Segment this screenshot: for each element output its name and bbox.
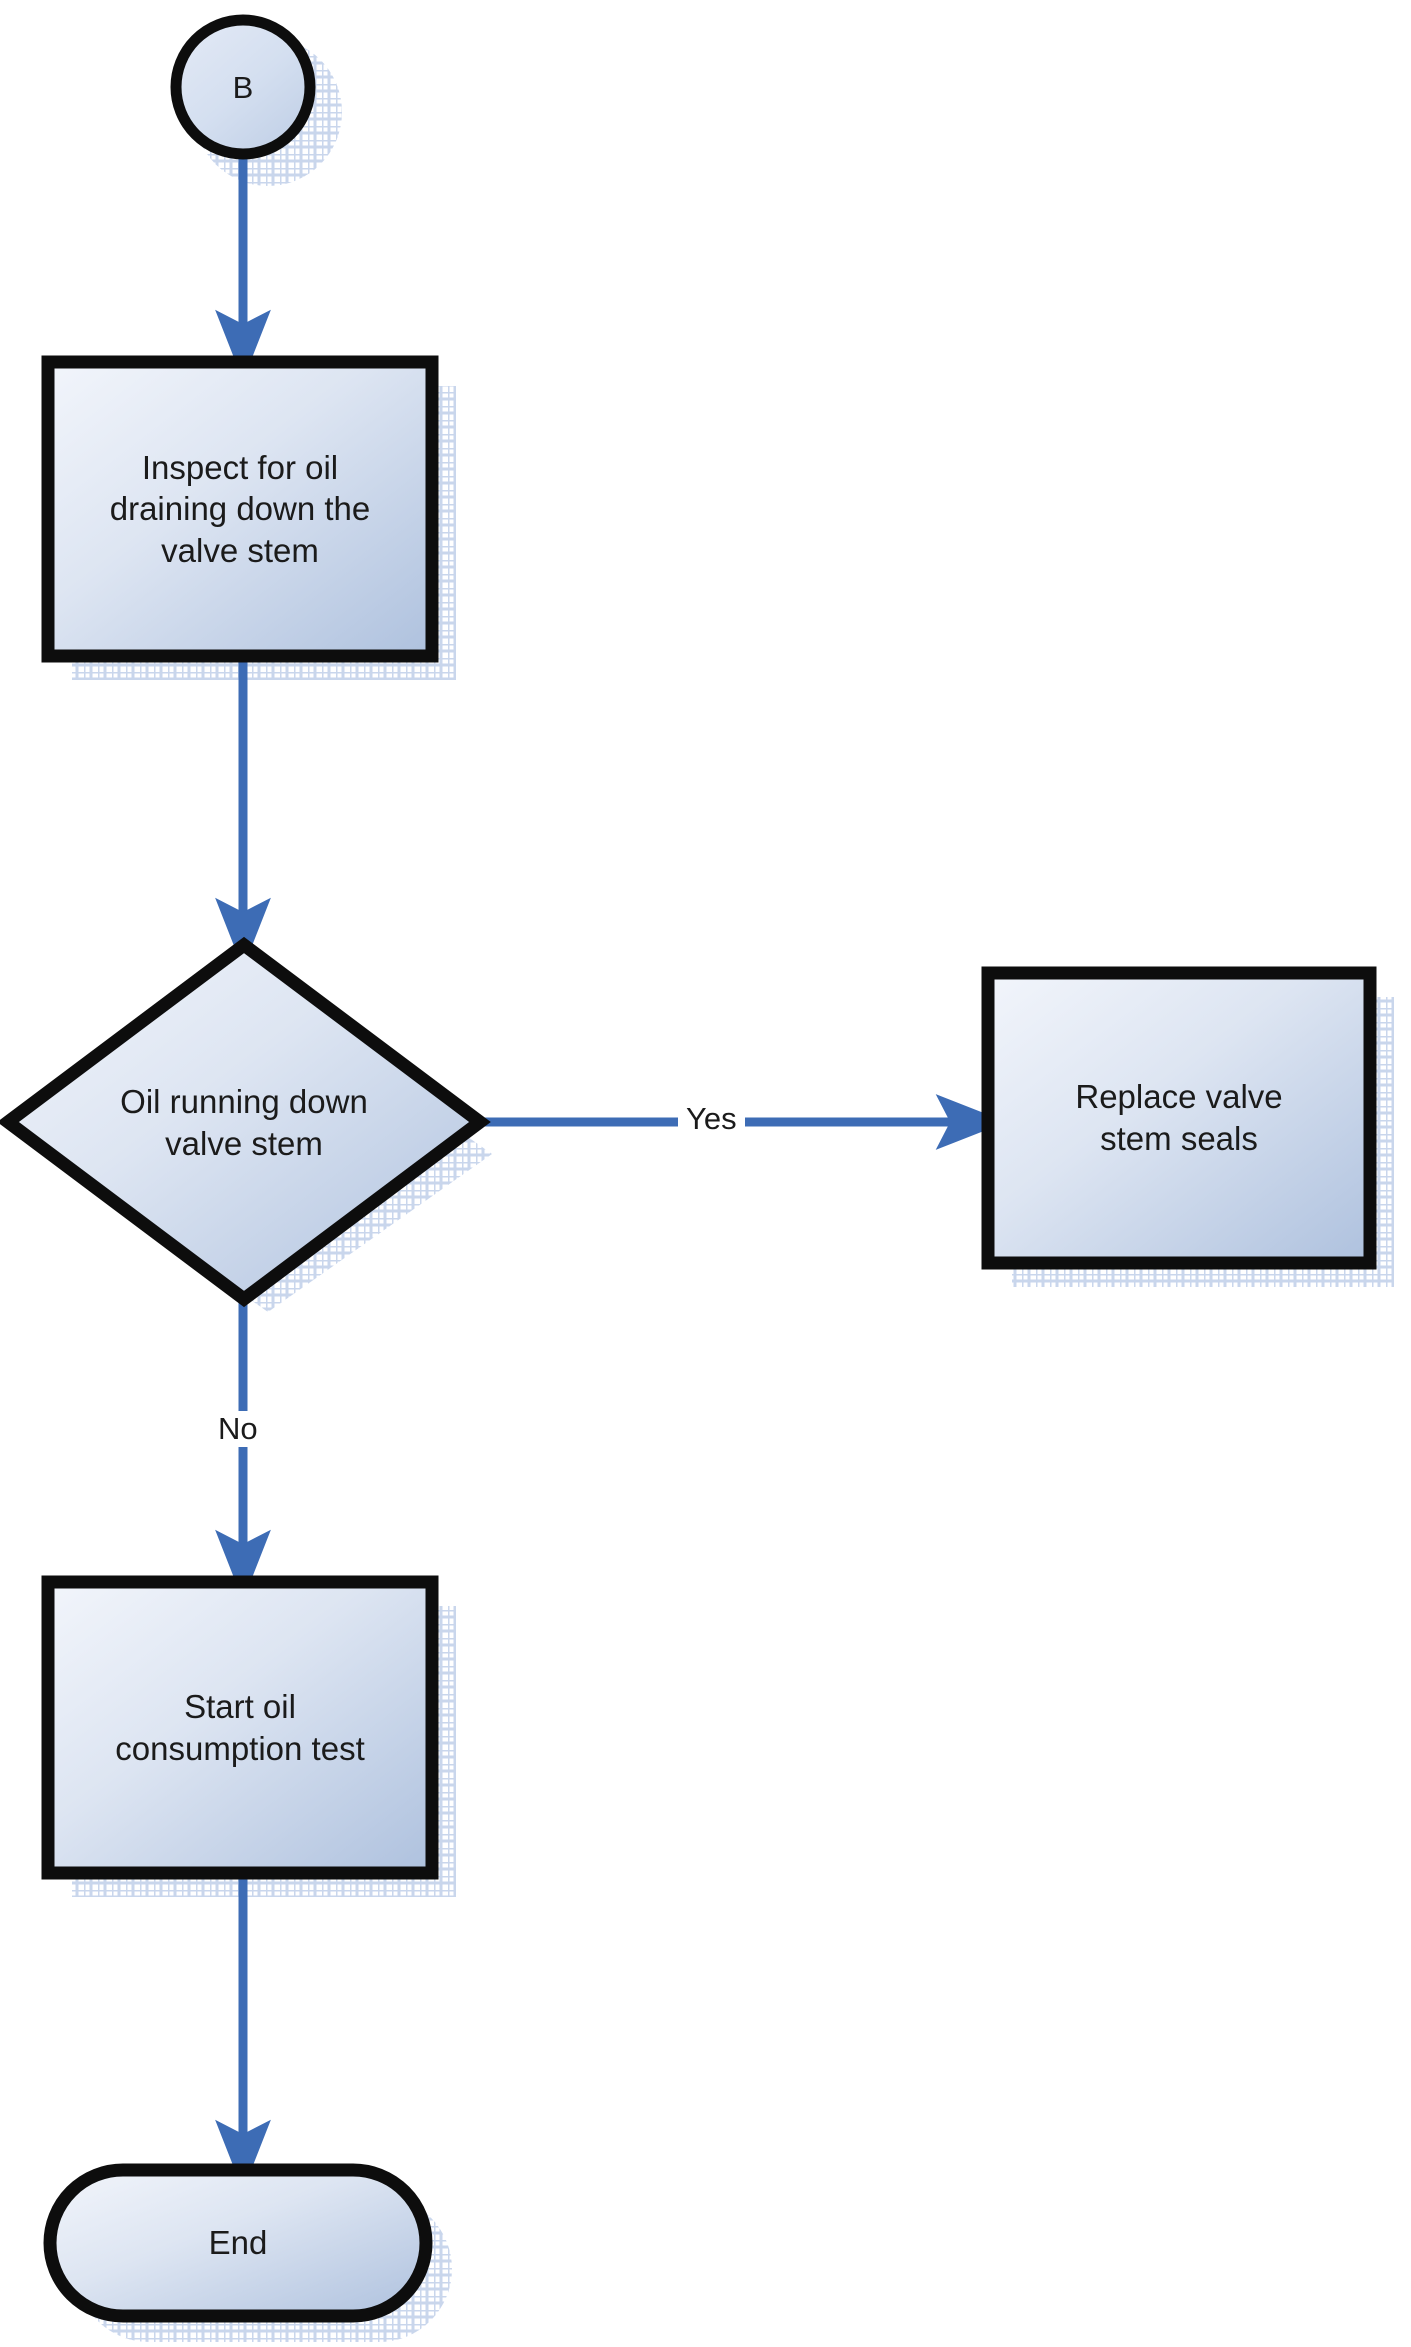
node-decision-oil-running[interactable] xyxy=(0,936,491,1308)
node-process-inspect[interactable] xyxy=(41,355,439,663)
node-process-start-test[interactable] xyxy=(41,1575,439,1880)
node-layer xyxy=(0,14,1377,2323)
node-connector-b[interactable] xyxy=(170,14,316,160)
node-process-replace[interactable] xyxy=(981,966,1377,1270)
node-terminator-end[interactable] xyxy=(43,2163,433,2323)
